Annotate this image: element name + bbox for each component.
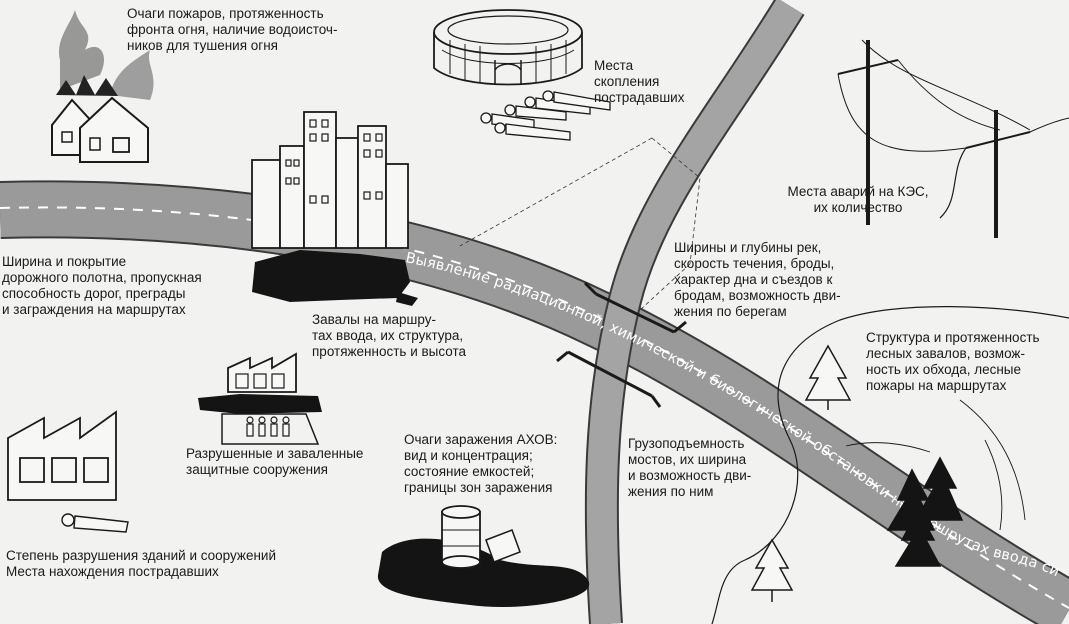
city-buildings-icon [251,111,409,249]
forest-boundary [711,306,1069,624]
forest-annotation: Структура и протяженность лесных завалов… [866,330,1040,393]
chem-annotation: Очаги заражения АХОВ: вид и концентрация… [404,432,558,495]
road-annotation: Ширина и покрытие дорожного полотна, про… [2,254,202,317]
shelter-factory-icon [198,352,322,445]
fires-annotation: Очаги пожаров, протяженность фронта огня… [127,6,338,53]
tree-icon [750,344,852,602]
stadium-icon [433,9,583,86]
rubble-icon [252,250,418,306]
rubble-annotation: Завалы на маршру- тах ввода, их структур… [312,312,467,359]
power-line-icon [837,39,1069,238]
buildings-annotation: Степень разрушения зданий и сооружений М… [6,548,277,579]
fallen-trees-icon [886,456,964,567]
river [584,0,805,624]
victim-icon [61,513,129,533]
crowd-annotation: Места скопления пострадавших [594,58,685,105]
factory-icon [7,410,117,501]
bridge-icon [556,281,687,408]
burning-houses-icon [51,10,154,163]
bridges-annotation: Грузоподъемность мостов, их ширина и воз… [628,436,752,499]
shelters-annotation: Разрушенные и заваленные защитные сооруж… [186,446,364,477]
river-callout-lines [459,137,701,311]
rivers-annotation: Ширины и глубины рек, скорость течения, … [674,240,841,319]
crowd-icon [480,90,611,141]
people-icon [246,416,290,437]
power-annotation: Места аварий на КЭС, их количество [787,184,929,215]
barrel-icon [377,505,590,608]
